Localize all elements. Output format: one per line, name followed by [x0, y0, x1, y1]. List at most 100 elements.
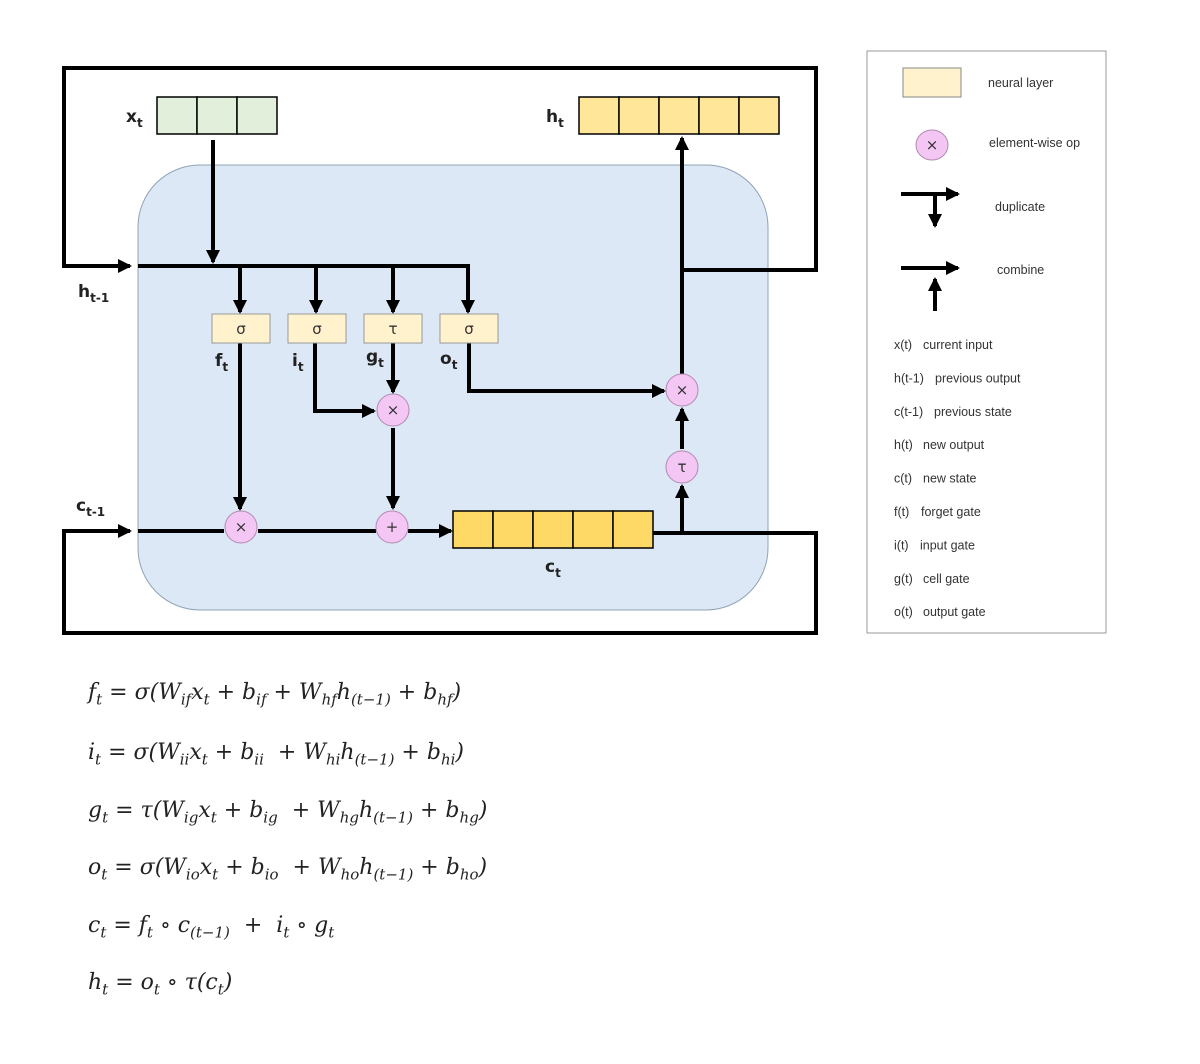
equation-subscript: hg	[339, 808, 359, 827]
equation-subscript: hg	[459, 808, 479, 827]
equation-text: = σ(W	[102, 680, 181, 705]
legend-neural-layer-swatch	[902, 67, 962, 98]
legend: neural layer × element-wise op duplicate…	[866, 50, 1107, 634]
vector-cell	[236, 96, 278, 135]
forget-gate-layer: σ	[211, 313, 271, 344]
equation-text: + b	[413, 798, 460, 823]
legend-term-symbol: i(t)	[894, 538, 909, 552]
vector-cell	[738, 96, 780, 135]
equation-subscript: if	[180, 690, 192, 709]
label-it: it	[292, 351, 304, 374]
equation-text: = σ(W	[107, 855, 186, 880]
hidden-feedback-loop	[62, 66, 818, 272]
equation-text: + W	[266, 680, 322, 705]
svg-text:×: ×	[676, 381, 689, 399]
equation-subscript: t	[283, 923, 290, 942]
equation-subscript: hi	[440, 750, 456, 769]
equation-text: + i	[229, 913, 284, 938]
equation-subscript: ig	[263, 808, 278, 827]
equation-text: )	[478, 855, 488, 880]
label-c-prev: ct-1	[76, 496, 105, 519]
c-state-vector	[452, 510, 654, 549]
equation-text: h	[88, 970, 103, 995]
equation-subscript: (t−1)	[350, 690, 391, 709]
equation-subscript: (t−1)	[190, 923, 230, 942]
legend-term-symbol: x(t)	[894, 338, 912, 352]
output-gate-layer: σ	[439, 313, 499, 344]
svg-text:×: ×	[387, 401, 400, 419]
equation-subscript: ho	[340, 865, 360, 884]
equation-subscript: (t−1)	[373, 808, 414, 827]
equation-text: o	[88, 855, 102, 880]
hidden-bus	[138, 264, 470, 300]
legend-term-symbol: h(t)	[894, 438, 913, 452]
equation-subscript: ho	[459, 865, 479, 884]
legend-element-wise: element-wise op	[989, 136, 1080, 150]
equation-subscript: t	[212, 865, 219, 884]
equation-subscript: hf	[321, 690, 337, 709]
vector-cell	[658, 96, 700, 135]
equation-subscript: t	[146, 923, 153, 942]
legend-term-desc: input gate	[920, 538, 975, 552]
label-ft: ft	[215, 351, 228, 374]
equation-subscript: t	[95, 750, 102, 769]
svg-text:×: ×	[235, 518, 248, 536]
equation-text: ∘ g	[289, 913, 329, 938]
equation: ot = σ(Wioxt + bio + Whoh(t−1) + bho)	[88, 855, 487, 883]
vector-cell	[532, 510, 574, 549]
equation: ft = σ(Wifxt + bif + Whfh(t−1) + bhf)	[88, 680, 461, 708]
equation-text: h	[359, 798, 374, 823]
equation-subscript: t	[210, 808, 217, 827]
vector-cell	[698, 96, 740, 135]
cell-gate-layer: τ	[363, 313, 423, 344]
legend-term-desc: new output	[923, 438, 985, 452]
equation-subscript: ii	[179, 750, 190, 769]
equation-subscript: t	[203, 690, 210, 709]
equation-text: )	[478, 798, 488, 823]
svg-text:σ: σ	[236, 320, 246, 338]
legend-term-desc: forget gate	[921, 505, 981, 519]
equation-text: + b	[218, 855, 265, 880]
equation-subscript: t	[201, 750, 208, 769]
equation-text: ∘ τ(c	[159, 970, 218, 995]
equation: it = σ(Wiixt + bii + Whih(t−1) + bhi)	[88, 740, 464, 768]
legend-term-symbol: c(t)	[894, 472, 912, 486]
legend-term-symbol: c(t-1)	[894, 405, 923, 419]
input-gate-layer: σ	[287, 313, 347, 344]
equation-text: h	[340, 740, 355, 765]
equation-text: = f	[106, 913, 147, 938]
equation-text: c	[88, 913, 101, 938]
equation-subscript: t	[102, 980, 109, 999]
equation-text: )	[223, 970, 233, 995]
equation-subscript: t	[96, 690, 103, 709]
lstm-cell-box	[137, 164, 769, 611]
label-ot: ot	[440, 349, 458, 372]
equation-subscript: hi	[325, 750, 341, 769]
equation-subscript: (t−1)	[354, 750, 395, 769]
h-output-vector	[578, 96, 780, 135]
vector-cell	[612, 510, 654, 549]
equation-text: h	[359, 855, 374, 880]
equation-text: )	[455, 740, 464, 765]
svg-text:×: ×	[926, 136, 939, 154]
equation-subscript: ig	[183, 808, 199, 827]
equation-text: + W	[277, 798, 340, 823]
vector-cell	[572, 510, 614, 549]
equation-text: x	[189, 740, 202, 765]
input-multiply-op: ×	[376, 393, 410, 427]
legend-neural-layer: neural layer	[988, 76, 1053, 90]
equation-subscript: t	[102, 808, 109, 827]
legend-term-symbol: h(t-1)	[894, 371, 924, 385]
equation-text: x	[199, 855, 213, 880]
svg-text:τ: τ	[388, 320, 397, 338]
svg-text:+: +	[386, 518, 399, 536]
vector-cell	[618, 96, 660, 135]
legend-duplicate: duplicate	[995, 200, 1045, 214]
equation-subscript: io	[185, 865, 200, 884]
cell-feedback-loop	[62, 529, 818, 635]
equation-text: + W	[263, 740, 326, 765]
legend-term-symbol: g(t)	[894, 572, 913, 586]
equation-subscript: t	[153, 980, 160, 999]
equation-text: + b	[390, 680, 438, 705]
vector-cell	[156, 96, 198, 135]
